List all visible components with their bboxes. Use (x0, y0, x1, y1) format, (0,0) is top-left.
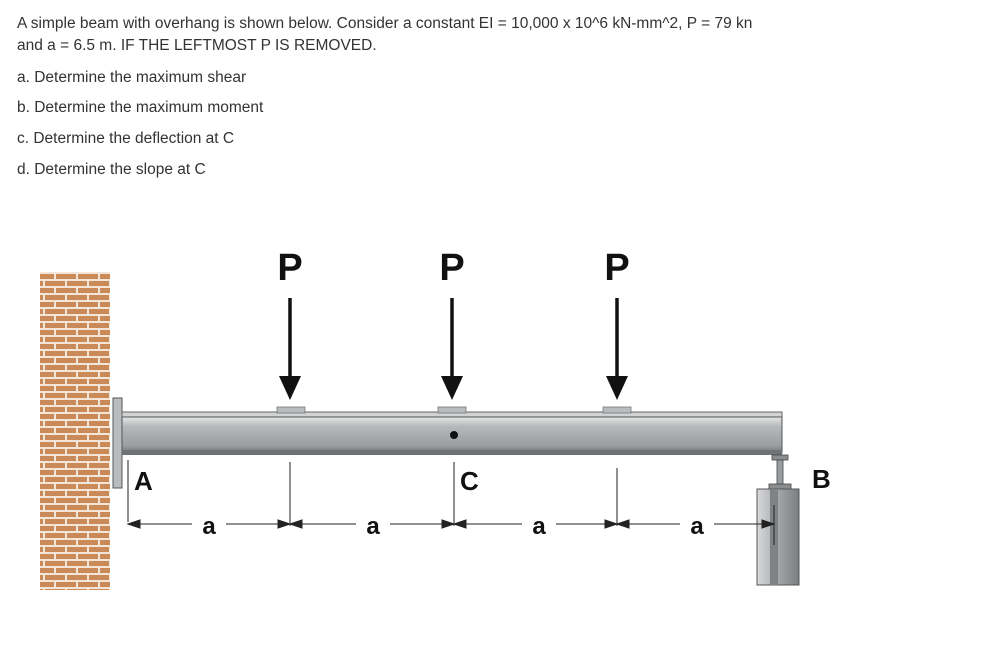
load-arrow-1 (279, 298, 301, 400)
load-label-1: P (277, 247, 302, 289)
question-line-2: and a = 6.5 m. IF THE LEFTMOST P IS REMO… (17, 37, 377, 54)
load-label-3: P (604, 247, 629, 289)
span-label-2: a (366, 513, 380, 540)
load-pad-3 (602, 406, 632, 414)
dimension-lines (126, 519, 776, 529)
point-c-label: C (460, 466, 479, 496)
brick-wall (40, 272, 110, 590)
support-b-label: B (812, 464, 831, 494)
support-a-label: A (134, 466, 153, 496)
question-text: A simple beam with overhang is shown bel… (17, 13, 917, 57)
span-label-4: a (690, 513, 704, 540)
wall-plate (112, 397, 123, 489)
load-pad-2 (437, 406, 467, 414)
span-label-3: a (532, 513, 546, 540)
beam-bottom-flange (122, 450, 782, 455)
part-b: b. Determine the maximum moment (17, 99, 264, 116)
span-label-1: a (202, 513, 216, 540)
question-line-1: A simple beam with overhang is shown bel… (17, 15, 753, 32)
load-pad-1 (276, 406, 306, 414)
load-arrow-3 (606, 298, 628, 400)
part-d: d. Determine the slope at C (17, 161, 206, 178)
load-arrow-2 (441, 298, 463, 400)
point-c-marker (450, 431, 458, 439)
part-a: a. Determine the maximum shear (17, 69, 247, 86)
load-label-2: P (439, 247, 464, 289)
part-c: c. Determine the deflection at C (17, 130, 235, 147)
